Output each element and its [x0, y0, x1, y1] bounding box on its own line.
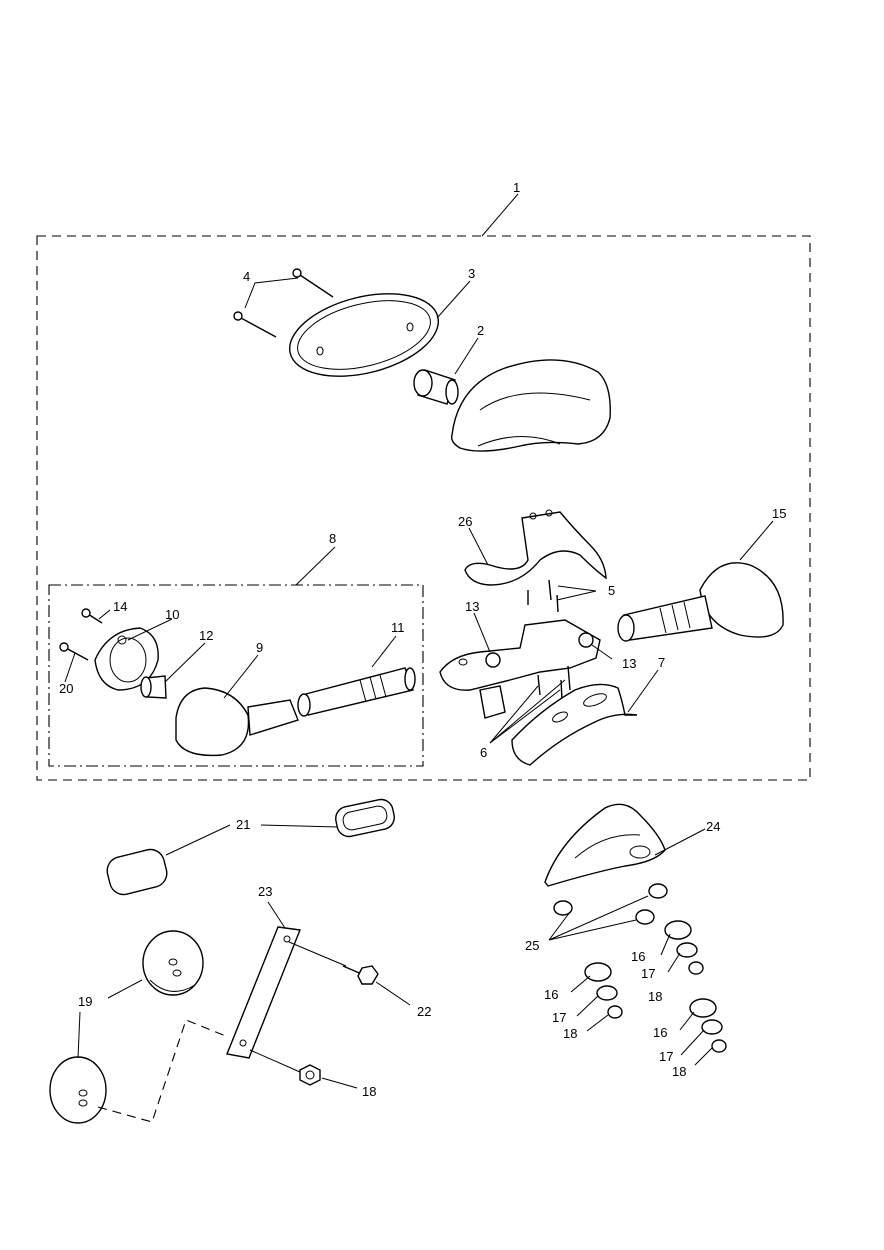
- part-26-mudguard: [464, 509, 607, 586]
- part-16-17-18-stack-a: [664, 920, 704, 975]
- label-4: 4: [243, 269, 250, 284]
- label-14: 14: [113, 599, 127, 614]
- label-18c: 18: [672, 1064, 686, 1079]
- label-24: 24: [706, 819, 720, 834]
- label-26: 26: [458, 514, 472, 529]
- part-24-plate-holder: [544, 803, 666, 887]
- label-17b: 17: [552, 1010, 566, 1025]
- assembly-1-boundary: [36, 235, 811, 781]
- part-7-plate-bracket: [511, 683, 638, 766]
- label-22: 22: [417, 1004, 431, 1019]
- label-25: 25: [525, 938, 539, 953]
- label-19: 19: [78, 994, 92, 1009]
- label-17a: 17: [641, 966, 655, 981]
- label-1: 1: [513, 180, 520, 195]
- label-21: 21: [236, 817, 250, 832]
- part-12-bulb: [140, 675, 167, 699]
- part-19-reflectors: [49, 930, 204, 1124]
- label-2: 2: [477, 323, 484, 338]
- label-18d: 18: [362, 1084, 376, 1099]
- part-4-screws: [233, 268, 334, 338]
- part-23-bracket: [226, 926, 301, 1059]
- part-16-17-18-stack-c: [689, 998, 727, 1053]
- part-14-screw: [81, 608, 103, 624]
- label-12: 12: [199, 628, 213, 643]
- label-23: 23: [258, 884, 272, 899]
- label-13b: 13: [622, 656, 636, 671]
- part-5-screws: [527, 579, 559, 613]
- label-3: 3: [468, 266, 475, 281]
- part-10-housing: [94, 627, 159, 691]
- label-11: 11: [391, 620, 405, 635]
- label-9: 9: [256, 640, 263, 655]
- label-13a: 13: [465, 599, 479, 614]
- part-2-bulb: [413, 369, 459, 405]
- label-15: 15: [772, 506, 786, 521]
- label-7: 7: [658, 655, 665, 670]
- label-10: 10: [165, 607, 179, 622]
- label-16a: 16: [631, 949, 645, 964]
- leader-lines: [64, 193, 774, 1089]
- part-21-lens-rubbers: [106, 798, 395, 896]
- label-5: 5: [608, 583, 615, 598]
- label-20: 20: [59, 681, 73, 696]
- part-16-17-18-stack-b: [584, 962, 623, 1019]
- part-11-stalk: [297, 667, 416, 717]
- label-16c: 16: [653, 1025, 667, 1040]
- part-mount-bracket: [439, 619, 601, 719]
- part-22-bolt: [342, 965, 379, 985]
- part-20-screw: [59, 642, 89, 661]
- assembly-8-boundary: [48, 584, 424, 767]
- part-15-indicator: [617, 562, 784, 642]
- label-18a: 18: [648, 989, 662, 1004]
- label-17c: 17: [659, 1049, 673, 1064]
- connector-19: [97, 1019, 229, 1123]
- part-25-nuts: [553, 883, 668, 925]
- label-6: 6: [480, 745, 487, 760]
- label-16b: 16: [544, 987, 558, 1002]
- part-18-nut: [299, 1064, 321, 1086]
- label-8: 8: [329, 531, 336, 546]
- part-tail-housing: [450, 359, 611, 452]
- label-18b: 18: [563, 1026, 577, 1041]
- part-9-lens: [175, 687, 299, 757]
